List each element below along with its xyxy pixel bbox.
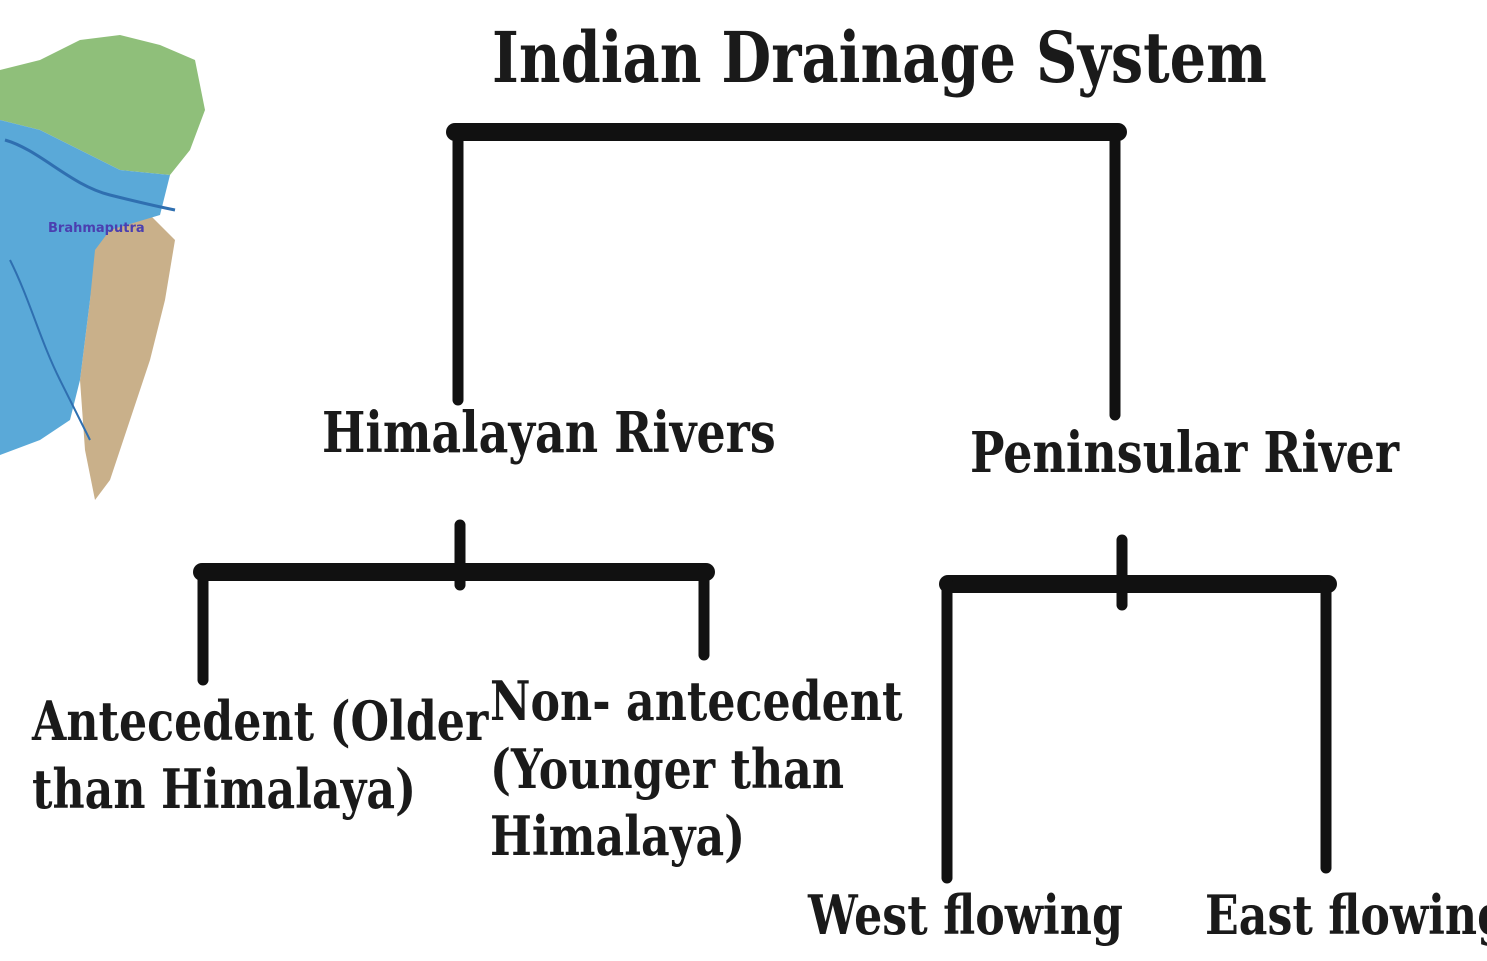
map-river-label: Brahmaputra [48,221,145,236]
node-non-antecedent: Non- antecedent (Younger than Himalaya) [490,668,902,871]
map-river-line [4,138,176,212]
map-thumbnail: Brahmaputra [0,35,205,500]
map-land-tan [80,215,175,500]
connectors [193,123,1337,884]
node-east-flowing: East flowing [1205,883,1487,947]
node-non-antecedent-line3: Himalaya) [490,804,746,868]
map-water-region [0,120,170,455]
map-river-line-south [9,259,91,441]
node-peninsular-river: Peninsular River [970,420,1400,486]
diagram-title: Indian Drainage System [492,16,1267,99]
node-non-antecedent-line1: Non- antecedent [490,669,903,733]
node-west-flowing: West flowing [808,883,1123,947]
node-himalayan-rivers: Himalayan Rivers [322,400,776,466]
map-land-green [0,35,205,175]
node-antecedent-line1: Antecedent (Older [32,689,489,753]
node-non-antecedent-line2: (Younger than [490,736,845,801]
node-antecedent-line2: than Himalaya) [32,756,417,821]
node-antecedent: Antecedent (Older than Himalaya) [32,688,488,823]
